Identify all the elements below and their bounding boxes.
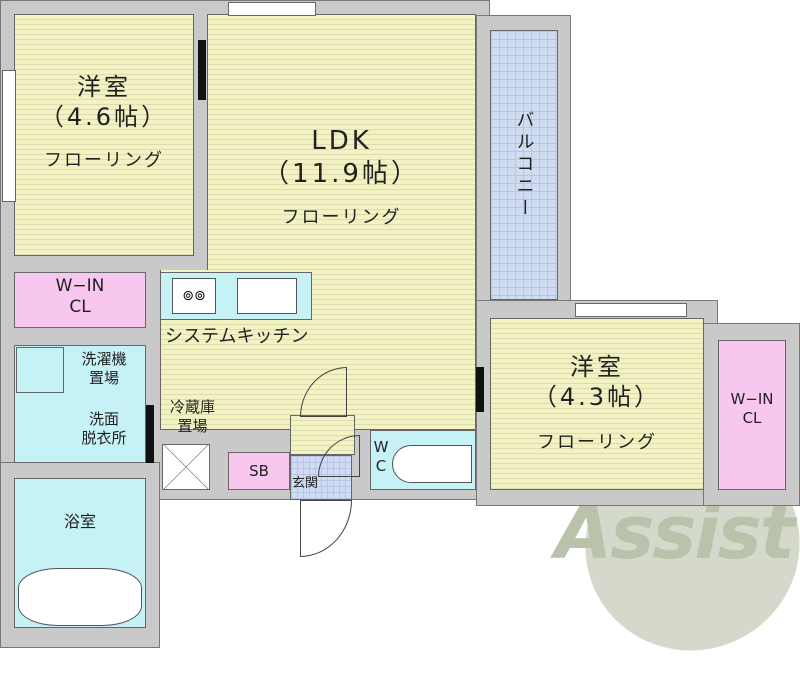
washer-space <box>16 347 64 393</box>
entrance-label: 玄関 <box>292 476 319 491</box>
sink <box>237 278 297 314</box>
fridge-line1: 冷蔵庫 <box>169 398 215 416</box>
wc-line1: W <box>373 438 389 456</box>
western-1-label: 洋室 （4.6帖） <box>14 72 194 132</box>
western-2-size: （4.3帖） <box>532 383 662 411</box>
entry-door[interactable] <box>300 500 352 557</box>
wc-label: W C <box>370 438 392 476</box>
ldk-label: LDK （11.9帖） <box>207 125 476 190</box>
ldk-name: LDK <box>311 126 372 156</box>
room-western-2 <box>490 318 704 490</box>
washroom-line2: 脱衣所 <box>81 428 127 447</box>
fridge-space <box>162 444 210 490</box>
western-1-size: （4.6帖） <box>39 103 169 131</box>
balcony-label: バルコニー <box>513 110 535 220</box>
window-east-room <box>575 303 687 317</box>
window-top <box>228 2 316 16</box>
wic-left-label: W−IN CL <box>14 276 146 319</box>
wall-dark-3 <box>146 405 154 463</box>
ldk-floor: フローリング <box>281 207 402 228</box>
wic-right-line1: W−IN <box>730 390 774 408</box>
wic-left-line2: CL <box>69 297 91 318</box>
western-1-name: 洋室 <box>77 73 131 101</box>
western-2-floor: フローリング <box>537 432 657 453</box>
washroom-line1: 洗面 <box>88 410 119 428</box>
wall-dark-2 <box>476 367 484 412</box>
wic-left-line1: W−IN <box>55 276 105 296</box>
sb-label: SB <box>249 462 269 480</box>
bath-label: 浴室 <box>63 512 96 531</box>
washer-line1: 洗濯機 <box>81 350 127 368</box>
kitchen-label: システムキッチン <box>165 326 309 347</box>
washer-line2: 置場 <box>88 368 119 387</box>
bathtub <box>18 568 142 626</box>
wic-right-line2: CL <box>742 408 762 427</box>
room-western-1 <box>14 14 194 256</box>
walk-in-closet-right <box>718 340 786 490</box>
washer-label: 洗濯機 置場 <box>64 350 144 388</box>
western-2-name: 洋室 <box>570 353 624 381</box>
wc-line2: C <box>375 456 387 475</box>
washroom-label: 洗面 脱衣所 <box>64 410 144 448</box>
fridge-line2: 置場 <box>177 416 208 435</box>
wall-dark-1 <box>198 40 206 100</box>
walk-in-closet-left <box>14 272 146 328</box>
window-west <box>2 70 16 202</box>
toilet <box>392 445 472 483</box>
western-2-label: 洋室 （4.3帖） <box>490 352 704 412</box>
wic-right-label: W−IN CL <box>718 390 786 428</box>
stove: ⊚⊚ <box>172 278 216 314</box>
fridge-label: 冷蔵庫 置場 <box>160 398 225 436</box>
balcony <box>490 30 558 300</box>
shoe-box <box>228 452 290 490</box>
ldk-size: （11.9帖） <box>263 158 420 189</box>
western-1-floor: フローリング <box>44 150 164 171</box>
